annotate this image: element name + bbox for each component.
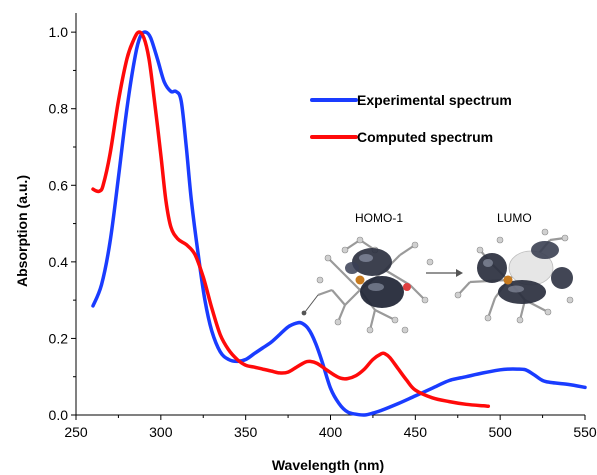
y-tick-label: 1.0 (49, 24, 69, 40)
x-tick-label: 400 (319, 424, 343, 440)
x-tick-label: 450 (404, 424, 428, 440)
computed-spectrum-line (91, 30, 491, 408)
annotation-lumo: LUMO (497, 211, 532, 225)
chart-series (91, 30, 587, 417)
x-tick-label: 250 (64, 424, 88, 440)
homo-1-molecule-image (301, 236, 434, 334)
x-tick-label: 550 (573, 424, 597, 440)
chart-legend: Experimental spectrum Computed spectrum (310, 92, 512, 145)
x-tick-label: 300 (149, 424, 173, 440)
y-tick-label: 0.8 (49, 101, 69, 117)
lumo-molecule-image (454, 228, 574, 324)
y-axis-title: Absorption (a.u.) (14, 175, 30, 287)
y-tick-label: 0.2 (49, 330, 69, 346)
annotation-homo-1: HOMO-1 (355, 211, 403, 225)
x-tick-label: 500 (488, 424, 512, 440)
y-tick-label: 0.6 (49, 177, 69, 193)
x-tick-label: 350 (234, 424, 258, 440)
chart-ticks: 250 300 350 400 450 500 550 0.0 0.2 0.4 0.6 0.8 1.0 (49, 24, 597, 440)
experimental-spectrum-line (91, 30, 587, 417)
legend-label-computed: Computed spectrum (357, 129, 493, 145)
y-tick-label: 0.0 (49, 407, 69, 423)
transition-arrow-icon (426, 269, 463, 277)
orbital-inset: HOMO-1 LUMO (301, 211, 574, 334)
y-tick-label: 0.4 (49, 254, 69, 270)
x-axis-title: Wavelength (nm) (272, 457, 384, 473)
legend-label-experimental: Experimental spectrum (357, 92, 512, 108)
